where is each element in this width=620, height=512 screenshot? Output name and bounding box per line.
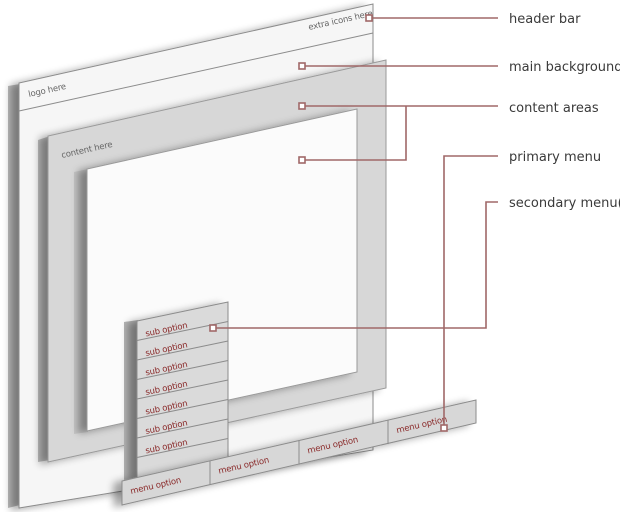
callout-labels: header bar main background content areas… [509,12,620,211]
secondary-menu-divider [136,399,229,419]
callout-line-secondary-menu [216,201,498,329]
secondary-menu-shadow [124,320,138,480]
callout-marker-content-outer [298,102,306,110]
callout-marker-content-inner [298,156,306,164]
callout-label-main-background: main background [509,60,620,75]
callout-label-content-areas: content areas [509,101,599,116]
content-inner-shadow [74,169,88,434]
callout-line-primary-menu [443,155,498,428]
callout-marker-main-background [298,62,306,70]
callout-marker-secondary-menu [209,324,217,332]
callout-label-secondary-menu: secondary menu(s) [509,196,620,211]
callout-marker-header-bar [365,14,373,22]
callouts [209,14,498,432]
secondary-menu-divider [136,418,229,439]
secondary-menu-divider [136,360,229,380]
header-bar-divider [18,32,374,112]
callout-marker-primary-menu [440,424,448,432]
secondary-menu-divider [136,340,229,361]
page-shadow [8,84,20,508]
secondary-menu-divider [136,438,229,458]
secondary-menu-divider [136,379,229,400]
callout-line-content-areas-branch [304,106,407,161]
callout-label-primary-menu: primary menu [509,150,601,165]
callout-label-header-bar: header bar [509,12,581,27]
content-outer-shadow [38,136,50,462]
